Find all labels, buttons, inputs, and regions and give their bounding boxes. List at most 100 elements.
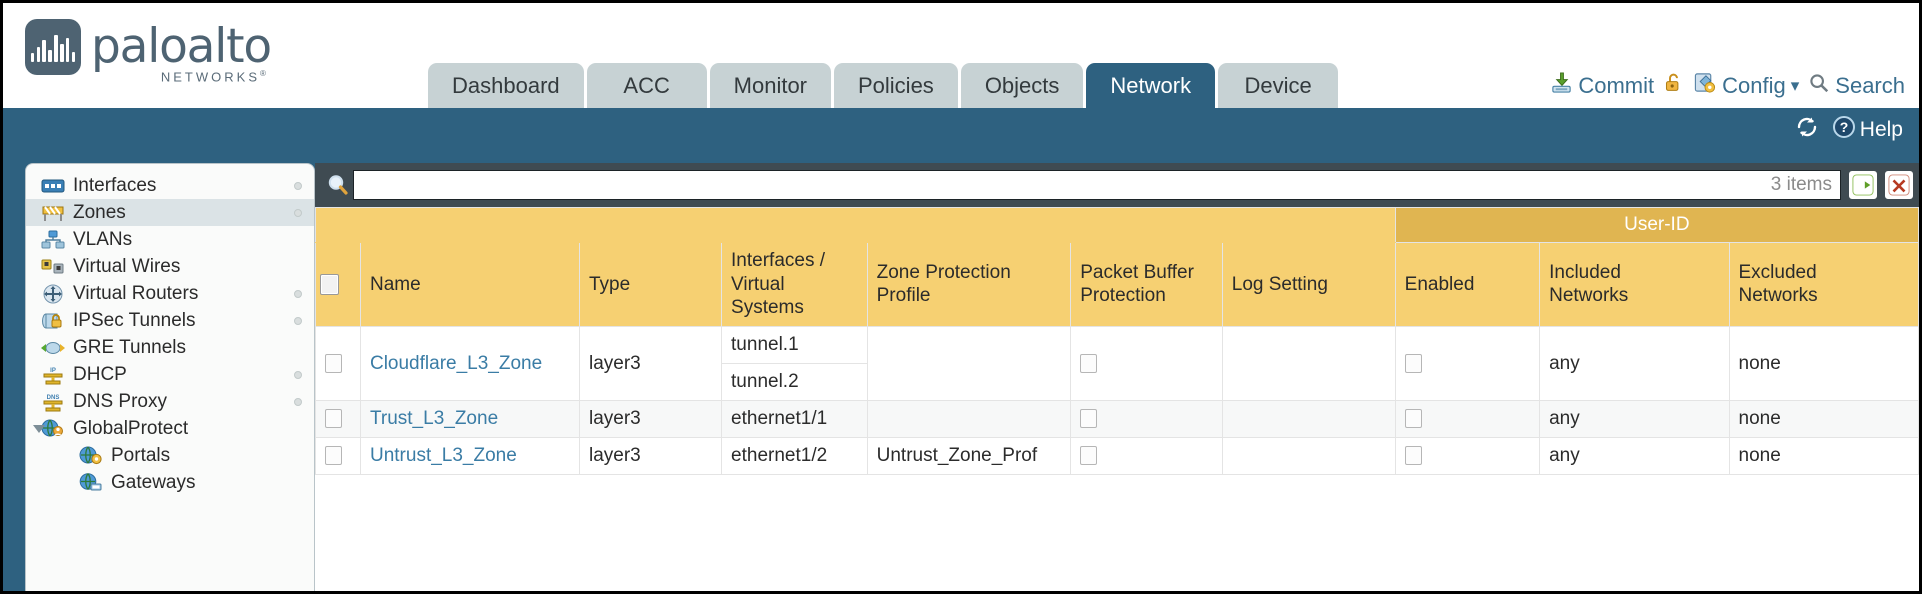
sidebar-item-status-dot [294, 397, 302, 406]
refresh-icon[interactable] [1794, 115, 1820, 145]
tab-device[interactable]: Device [1218, 63, 1339, 108]
packet-buffer-protection-checkbox[interactable] [1080, 409, 1098, 429]
search-label: Search [1835, 72, 1905, 98]
apply-filter-button[interactable] [1849, 171, 1877, 199]
green-arrow-icon [1852, 174, 1874, 196]
column-header-label: Interfaces / Virtual Systems [731, 249, 826, 319]
search-button[interactable]: Search [1808, 72, 1905, 100]
tab-acc[interactable]: ACC [586, 63, 707, 108]
config-menu-button[interactable]: Config ▾ [1693, 71, 1799, 100]
packet-buffer-protection-checkbox[interactable] [1080, 353, 1098, 373]
row-select-cell [315, 326, 361, 401]
zones-group-header-row: User-ID [315, 207, 1919, 243]
tab-label: Network [1110, 72, 1192, 98]
column-header-packet-buffer[interactable]: Packet Buffer Protection [1070, 241, 1223, 328]
sidebar-item-status-dot [294, 289, 302, 298]
zone-name-link[interactable]: Untrust_L3_Zone [369, 445, 517, 466]
column-header-zone-protection[interactable]: Zone Protection Profile [866, 241, 1072, 328]
tab-dashboard[interactable]: Dashboard [428, 63, 584, 108]
tab-policies[interactable]: Policies [834, 63, 958, 108]
commit-button[interactable]: Commit [1550, 71, 1654, 100]
registered-mark: ® [260, 69, 269, 78]
column-header-type[interactable]: Type [578, 241, 723, 328]
zone-name-link[interactable]: Trust_L3_Zone [369, 408, 499, 429]
help-button[interactable]: ? Help [1832, 115, 1903, 145]
cell-userid-enabled [1394, 326, 1541, 401]
sidebar-item-ipsec-tunnels[interactable]: IPSec Tunnels [26, 307, 314, 334]
column-header-label: Name [369, 273, 421, 295]
filter-magnifier-icon[interactable] [323, 173, 353, 197]
tab-label: ACC [623, 72, 670, 98]
sidebar-item-status-dot [294, 208, 302, 217]
sidebar-item-label: VLANs [73, 228, 133, 250]
zone-name-link[interactable]: Cloudflare_L3_Zone [369, 352, 543, 374]
cell-excluded-networks: none [1728, 400, 1919, 438]
sidebar-item-status-dot [294, 316, 302, 325]
items-count-label: 3 items [1770, 174, 1832, 195]
userid-enabled-checkbox[interactable] [1404, 353, 1422, 373]
content-panel: 3 items [315, 163, 1919, 591]
interface-entry: tunnel.2 [731, 371, 799, 392]
column-header-included[interactable]: Included Networks [1539, 241, 1730, 328]
select-all-checkbox[interactable] [320, 273, 339, 295]
column-header-excluded[interactable]: Excluded Networks [1728, 241, 1919, 328]
sidebar-item-vlans[interactable]: VLANs [26, 226, 314, 253]
sidebar-item-portals[interactable]: Portals [26, 442, 314, 469]
cell-type: layer3 [578, 437, 723, 475]
filter-input-wrap: 3 items [353, 170, 1841, 200]
row-select-checkbox[interactable] [325, 409, 342, 429]
row-select-checkbox[interactable] [325, 353, 342, 373]
tab-monitor[interactable]: Monitor [709, 63, 831, 108]
sidebar-item-label: Zones [73, 201, 126, 223]
sub-header-actions: ? Help [1794, 115, 1903, 145]
sidebar-item-zones[interactable]: Zones [26, 199, 314, 226]
sidebar-item-virtual-wires[interactable]: Virtual Wires [26, 253, 314, 280]
cell-excluded-networks: none [1728, 437, 1919, 475]
globalprotect-icon [40, 419, 66, 439]
ipsec-tunnels-icon [40, 311, 66, 331]
row-select-checkbox[interactable] [325, 446, 342, 466]
sidebar-item-globalprotect[interactable]: GlobalProtect [26, 415, 314, 442]
column-header-enabled[interactable]: Enabled [1394, 241, 1541, 328]
brand-subtitle: NETWORKS® [91, 69, 271, 84]
sidebar-item-gre-tunnels[interactable]: GRE Tunnels [26, 334, 314, 361]
sidebar-item-virtual-routers[interactable]: Virtual Routers [26, 280, 314, 307]
column-header-log-setting[interactable]: Log Setting [1221, 241, 1396, 328]
packet-buffer-protection-checkbox[interactable] [1080, 446, 1098, 466]
virtual-routers-icon [40, 284, 66, 304]
column-header-name[interactable]: Name [359, 241, 580, 328]
cell-log-setting [1221, 437, 1396, 475]
sidebar-item-label: DHCP [73, 363, 127, 385]
sidebar-item-label: Virtual Wires [73, 255, 181, 277]
filter-search-input[interactable] [354, 171, 1763, 199]
tab-objects[interactable]: Objects [960, 63, 1084, 108]
sidebar-item-interfaces[interactable]: Interfaces [26, 172, 314, 199]
virtual-wires-icon [40, 257, 66, 277]
gre-tunnels-icon [40, 338, 66, 358]
config-label: Config [1722, 72, 1786, 98]
tab-network[interactable]: Network [1086, 63, 1216, 108]
userid-enabled-checkbox[interactable] [1404, 446, 1422, 466]
cell-packet-buffer-protection [1070, 437, 1223, 475]
sidebar-item-gateways[interactable]: Gateways [26, 469, 314, 496]
cell-name: Trust_L3_Zone [359, 400, 580, 438]
clear-filter-button[interactable] [1885, 171, 1913, 199]
magnifier-icon [1808, 72, 1830, 100]
lock-button[interactable] [1663, 71, 1684, 100]
column-header-interfaces[interactable]: Interfaces / Virtual Systems [721, 241, 868, 328]
unlocked-padlock-icon [1663, 71, 1684, 100]
interface-entry: tunnel.1 [722, 327, 867, 364]
chevron-down-icon[interactable]: ▾ [1790, 75, 1800, 95]
red-x-icon [1888, 174, 1910, 196]
userid-enabled-checkbox[interactable] [1404, 409, 1422, 429]
expand-collapse-caret-icon[interactable] [33, 424, 45, 433]
